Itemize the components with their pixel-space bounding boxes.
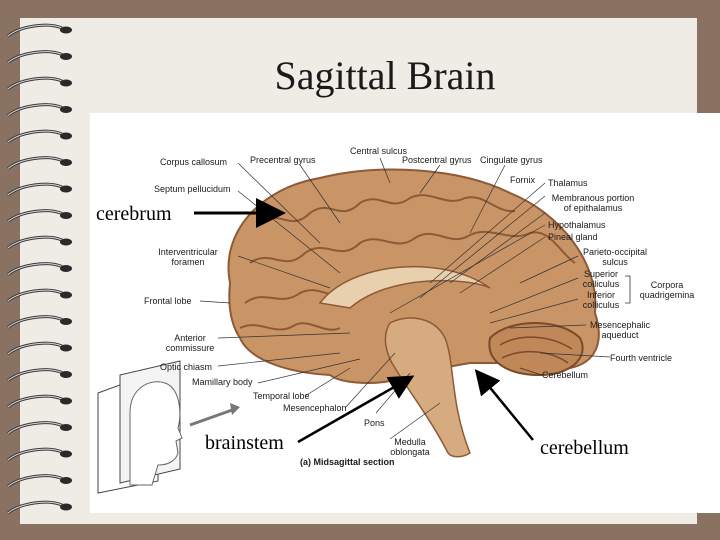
label-line: Superior bbox=[583, 269, 619, 279]
brain-section bbox=[227, 168, 600, 458]
label-line: foramen bbox=[171, 257, 205, 267]
label-mesencephalic-aqueduct: Mesencephalic aqueduct bbox=[580, 320, 660, 340]
spiral-ring-icon bbox=[7, 129, 72, 144]
spiral-ring-icon bbox=[7, 315, 72, 329]
label-central-sulcus: Central sulcus bbox=[350, 146, 408, 156]
arrow-icon bbox=[189, 407, 236, 427]
spiral-ring-icon bbox=[7, 474, 72, 488]
spiral-ring-icon bbox=[7, 394, 72, 409]
slide-title: Sagittal Brain bbox=[274, 53, 496, 98]
label-line: Membranous portion bbox=[551, 193, 635, 203]
label-thalamus: Thalamus bbox=[548, 178, 588, 188]
label-pineal-gland: Pineal gland bbox=[548, 232, 598, 242]
spiral-ring-icon bbox=[7, 182, 72, 197]
head-outline-icon bbox=[97, 360, 183, 494]
label-line: Medulla bbox=[394, 437, 426, 447]
label-line: Parieto-occipital bbox=[582, 247, 648, 257]
brain-illustration bbox=[97, 157, 631, 494]
label-line: oblongata bbox=[390, 447, 430, 457]
label-membranous-portion: Membranous portion of epithalamus bbox=[548, 193, 638, 213]
label-line: sulcus bbox=[602, 257, 628, 267]
leader-lines bbox=[199, 157, 611, 440]
spiral-ring-icon bbox=[7, 156, 72, 170]
label-precentral-gyrus: Precentral gyrus bbox=[250, 155, 316, 165]
label-pons: Pons bbox=[364, 418, 385, 428]
label-corpus-callosum: Corpus callosum bbox=[160, 157, 228, 167]
label-septum-pellucidum: Septum pellucidum bbox=[154, 184, 231, 194]
bracket bbox=[625, 275, 631, 304]
spiral-ring-icon bbox=[7, 76, 72, 91]
label-mamillary-body: Mamillary body bbox=[192, 377, 253, 387]
spiral-ring-icon bbox=[7, 368, 72, 382]
spiral-binding-icon bbox=[7, 23, 72, 515]
label-superior-colliculus: Superior colliculus bbox=[578, 269, 624, 289]
spiral-ring-icon bbox=[7, 447, 72, 462]
label-interventricular-foramen: Interventricular foramen bbox=[138, 247, 238, 267]
label-line: Anterior bbox=[174, 333, 206, 343]
label-mesencephalon: Mesencephalon bbox=[283, 403, 347, 413]
label-line: aqueduct bbox=[601, 330, 639, 340]
label-cingulate-gyrus: Cingulate gyrus bbox=[480, 155, 543, 165]
spiral-ring-icon bbox=[7, 288, 72, 303]
label-corpora-quadrigemina: Corpora quadrigemina bbox=[634, 280, 700, 300]
label-line: quadrigemina bbox=[639, 290, 695, 300]
label-postcentral-gyrus: Postcentral gyrus bbox=[402, 155, 472, 165]
spiral-ring-icon bbox=[7, 23, 72, 38]
spiral-ring-icon bbox=[7, 50, 72, 64]
label-anterior-commissure: Anterior commissure bbox=[160, 333, 220, 353]
arrow-icon bbox=[230, 403, 240, 415]
label-line: Corpora bbox=[650, 280, 684, 290]
spiral-ring-icon bbox=[7, 235, 72, 250]
label-parieto-occipital-sulcus: Parieto-occipital sulcus bbox=[575, 247, 655, 267]
label-line: Mesencephalic bbox=[589, 320, 651, 330]
figure-caption: (a) Midsagittal section bbox=[300, 457, 395, 467]
label-temporal-lobe: Temporal lobe bbox=[253, 391, 310, 401]
spiral-ring-icon bbox=[7, 500, 72, 515]
label-line: Interventricular bbox=[158, 247, 218, 257]
callout-cerebellum: cerebellum bbox=[538, 437, 631, 459]
label-fourth-ventricle: Fourth ventricle bbox=[610, 353, 673, 363]
label-medulla-oblongata: Medulla oblongata bbox=[380, 437, 440, 457]
spiral-ring-icon bbox=[7, 209, 72, 223]
brain-figure: Corpus callosum Precentral gyrus Central… bbox=[90, 113, 720, 513]
spiral-ring-icon bbox=[7, 103, 72, 117]
label-inferior-colliculus: Inferior colliculus bbox=[578, 290, 624, 310]
label-hypothalamus: Hypothalamus bbox=[548, 220, 606, 230]
callout-cerebrum: cerebrum bbox=[94, 203, 174, 225]
label-line: colliculus bbox=[582, 279, 620, 289]
spiral-ring-icon bbox=[7, 262, 72, 276]
callout-brainstem: brainstem bbox=[203, 432, 286, 454]
label-line: colliculus bbox=[582, 300, 620, 310]
label-cerebellum: Cerebellum bbox=[542, 370, 589, 380]
label-optic-chiasm: Optic chiasm bbox=[160, 362, 213, 372]
spiral-ring-icon bbox=[7, 421, 72, 435]
label-line: of epithalamus bbox=[563, 203, 623, 213]
label-line: commissure bbox=[165, 343, 215, 353]
label-fornix: Fornix bbox=[510, 175, 536, 185]
label-frontal-lobe: Frontal lobe bbox=[144, 296, 192, 306]
spiral-ring-icon bbox=[7, 341, 72, 356]
label-line: Inferior bbox=[586, 290, 615, 300]
